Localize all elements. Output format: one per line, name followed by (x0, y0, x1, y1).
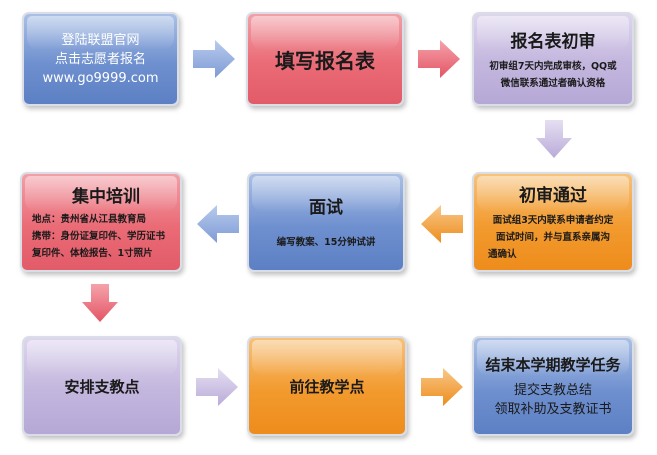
arrow-left-1 (197, 205, 239, 243)
finish-title: 结束本学期教学任务 (485, 355, 621, 374)
register-line-2: 点击志愿者报名 (54, 51, 146, 67)
training-title: 集中培训 (72, 187, 140, 207)
training-line-2: 携带：身份证复印件、学历证书 (32, 231, 166, 242)
review-passed-line-2: 面试时间，并与直系亲属沟 (495, 232, 610, 243)
fill-form-title: 填写报名表 (275, 48, 375, 73)
arrow-down-1 (536, 120, 572, 158)
arrow-right-3 (196, 368, 238, 406)
finish-line-2: 领取补助及支教证书 (494, 401, 612, 417)
review-passed-title: 初审通过 (519, 186, 587, 206)
step-training: 集中培训 地点：贵州省从江县教育局 携带：身份证复印件、学历证书 复印件、体检报… (20, 172, 182, 272)
training-line-1: 地点：贵州省从江县教育局 (32, 214, 147, 225)
arrow-right-4 (421, 368, 463, 406)
arrow-left-2 (421, 205, 463, 243)
register-line-1: 登陆联盟官网 (61, 32, 140, 48)
step-go-teach: 前往教学点 (247, 336, 407, 436)
review-passed-line-3: 通确认 (488, 249, 517, 260)
arrow-down-2 (82, 284, 118, 322)
interview-title: 面试 (309, 198, 343, 218)
step-finish: 结束本学期教学任务 提交支教总结 领取补助及支教证书 (472, 336, 634, 436)
initial-review-title: 报名表初审 (510, 31, 596, 52)
step-arrange: 安排支教点 (22, 336, 182, 436)
review-passed-line-1: 面试组3天内联系申请者约定 (492, 215, 614, 226)
arrow-right-2 (418, 40, 460, 78)
arrow-right-1 (193, 40, 235, 78)
step-interview: 面试 编写教案、15分钟试讲 (247, 172, 405, 272)
step-initial-review: 报名表初审 初审组7天内完成审核，QQ或 微信联系通过者确认资格 (472, 12, 634, 106)
step-register: 登陆联盟官网 点击志愿者报名 www.go9999.com (22, 12, 179, 106)
go-teach-title: 前往教学点 (289, 377, 365, 396)
step-fill-form: 填写报名表 (246, 12, 404, 106)
initial-review-line-1: 初审组7天内完成审核，QQ或 (489, 60, 617, 72)
initial-review-line-2: 微信联系通过者确认资格 (500, 77, 606, 89)
finish-line-1: 提交支教总结 (513, 382, 592, 398)
step-review-passed: 初审通过 面试组3天内联系申请者约定 面试时间，并与直系亲属沟 通确认 (472, 172, 634, 272)
register-line-3: www.go9999.com (42, 70, 159, 86)
interview-line-1: 编写教案、15分钟试讲 (276, 237, 376, 248)
training-line-3: 复印件、体检报告、1寸照片 (32, 248, 153, 259)
arrange-title: 安排支教点 (64, 377, 140, 396)
